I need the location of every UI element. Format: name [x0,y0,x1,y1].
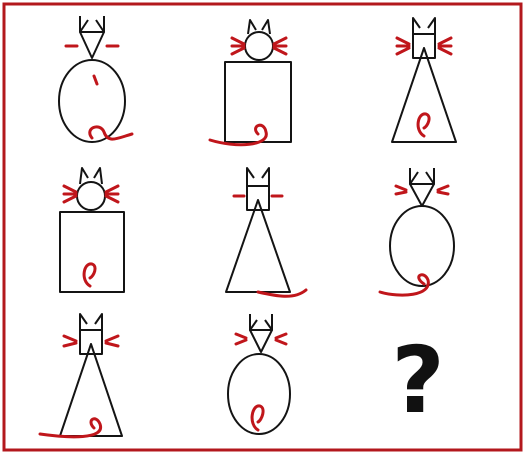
question-mark: ? [391,327,444,434]
